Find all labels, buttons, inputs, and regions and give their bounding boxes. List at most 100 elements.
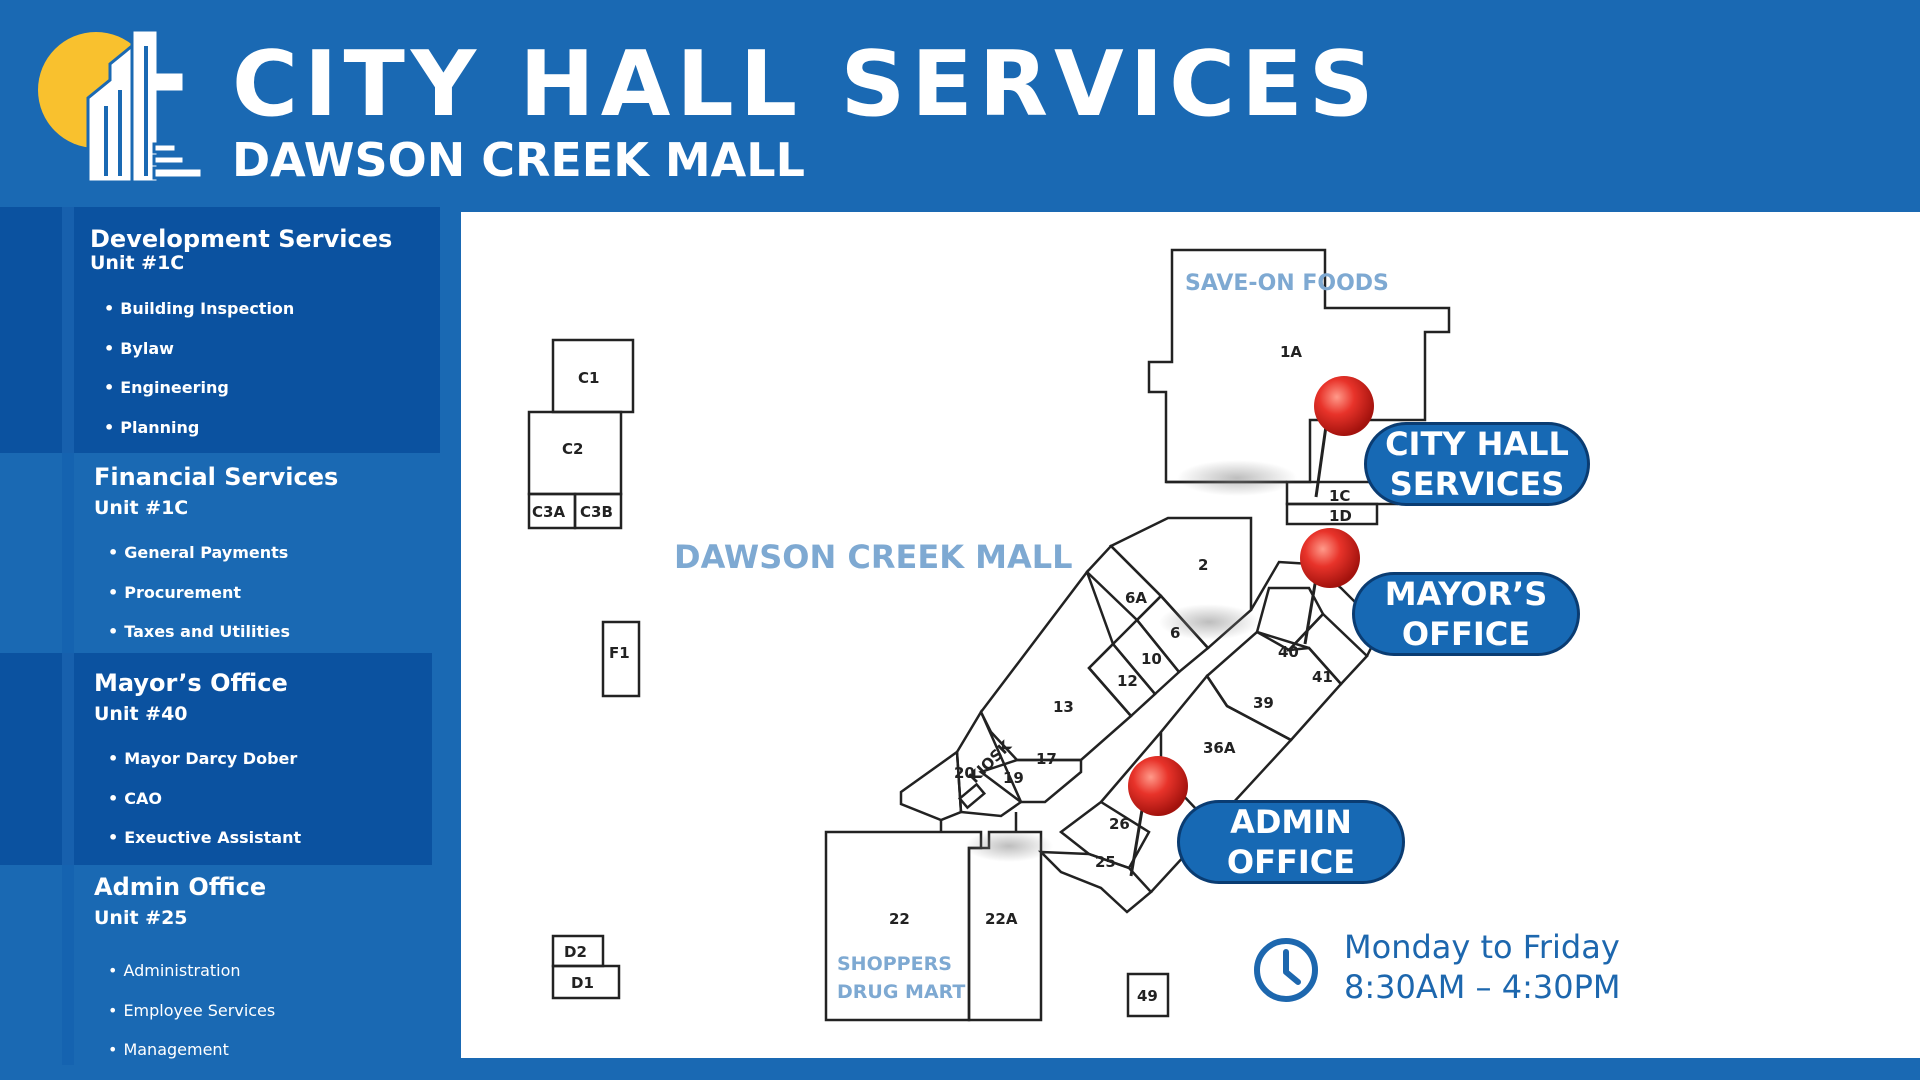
- unit-label: 20: [954, 764, 975, 782]
- list-item: Procurement: [108, 583, 290, 623]
- unit-17: [978, 758, 1083, 804]
- unit-d1: [551, 964, 621, 1000]
- section-unit: Unit #25: [94, 907, 188, 929]
- section-development-services: Development Services Unit #1C Building I…: [0, 207, 440, 453]
- unit-label: 22: [889, 910, 910, 928]
- unit-26: [1058, 800, 1151, 870]
- list-item: Exeuctive Assistant: [108, 828, 301, 868]
- map-pin-admin-office[interactable]: [1128, 756, 1188, 877]
- unit-1d: [1285, 502, 1379, 526]
- section-mayors-office: Mayor’s Office Unit #40 Mayor Darcy Dobe…: [0, 653, 432, 865]
- callout-line: ADMIN: [1230, 803, 1352, 841]
- unit-label: C2: [562, 440, 583, 458]
- store-label-save-on: SAVE-ON FOODS: [1185, 271, 1389, 296]
- section-unit: Unit #1C: [94, 497, 189, 519]
- section-financial-services: Financial Services Unit #1C General Paym…: [0, 453, 440, 653]
- unit-label: 40: [1278, 643, 1299, 661]
- unit-label: C3A: [532, 503, 565, 521]
- unit-label: F1: [609, 644, 630, 662]
- section-heading: Admin Office: [94, 873, 267, 901]
- list-item: Engineering: [104, 378, 294, 418]
- hours-days: Monday to Friday: [1344, 928, 1620, 966]
- section-heading: Mayor’s Office: [94, 669, 288, 697]
- section-heading: Financial Services: [94, 463, 339, 491]
- callout-line: OFFICE: [1226, 843, 1356, 881]
- section-accent-bar: [62, 207, 74, 453]
- unit-label: 36A: [1203, 739, 1236, 757]
- mall-map-panel: SAVE-ON FOODS DAWSON CREEK MALL SHOPPERS…: [461, 212, 1920, 1058]
- list-item: Planning: [104, 418, 294, 458]
- page-title: CITY HALL SERVICES: [232, 32, 1380, 137]
- unit-label: 1D: [1329, 507, 1352, 525]
- unit-19: [955, 709, 1023, 818]
- mall-floor-plan: SAVE-ON FOODS DAWSON CREEK MALL SHOPPERS…: [527, 248, 1451, 1022]
- list-item: Taxes and Utilities: [108, 622, 290, 662]
- store-label-shoppers: SHOPPERS: [837, 953, 952, 975]
- map-pin-mayors-office[interactable]: [1300, 528, 1360, 645]
- callout-line: OFFICE: [1401, 615, 1531, 653]
- unit-label: 1A: [1280, 343, 1302, 361]
- list-item: Employee Services: [108, 1001, 275, 1041]
- section-unit: Unit #1C: [90, 252, 185, 274]
- list-item: Administration: [108, 961, 275, 1001]
- unit-label: 12: [1117, 672, 1138, 690]
- section-unit: Unit #40: [94, 703, 188, 725]
- unit-25: [1037, 850, 1153, 914]
- unit-label: 13: [1053, 698, 1074, 716]
- unit-label: 1C: [1329, 487, 1350, 505]
- list-item: CAO: [108, 789, 301, 829]
- section-accent-bar: [62, 453, 74, 653]
- kiosk: [957, 782, 987, 810]
- section-admin-office: Admin Office Unit #25 Administration Emp…: [0, 865, 440, 1065]
- store-label-shoppers: DRUG MART: [837, 981, 965, 1003]
- unit-label: 41: [1312, 668, 1333, 686]
- unit-label: 19: [1003, 769, 1024, 787]
- unit-20: [899, 749, 963, 822]
- unit-1a: [1147, 248, 1451, 484]
- unit-f1: [601, 620, 641, 698]
- section-accent-bar: [62, 653, 74, 865]
- list-item: Bylaw: [104, 339, 294, 379]
- unit-label: D1: [571, 974, 594, 992]
- list-item: General Payments: [108, 543, 290, 583]
- unit-label: 26: [1109, 815, 1130, 833]
- callout-line: MAYOR’S: [1384, 575, 1548, 613]
- unit-13: [979, 569, 1133, 762]
- section-heading: Development Services: [90, 225, 393, 253]
- unit-label: 25: [1095, 853, 1116, 871]
- unit-label: 6: [1170, 624, 1180, 642]
- unit-label: 6A: [1125, 589, 1147, 607]
- list-item: Management: [108, 1040, 275, 1080]
- service-list: Building Inspection Bylaw Engineering Pl…: [104, 299, 294, 457]
- service-list: Administration Employee Services Managem…: [108, 961, 275, 1080]
- unit-label: C3B: [580, 503, 613, 521]
- hours-time: 8:30AM – 4:30PM: [1344, 968, 1621, 1006]
- mall-label: DAWSON CREEK MALL: [674, 538, 1073, 576]
- service-list: Mayor Darcy Dober CAO Exeuctive Assistan…: [108, 749, 301, 868]
- unit-6a: [1085, 544, 1163, 622]
- unit-label: 2: [1198, 556, 1208, 574]
- unit-39: [1205, 630, 1343, 742]
- city-hall-logo: [38, 28, 204, 184]
- unit-label: 10: [1141, 650, 1162, 668]
- service-list: General Payments Procurement Taxes and U…: [108, 543, 290, 662]
- list-item: Building Inspection: [104, 299, 294, 339]
- unit-label: 39: [1253, 694, 1274, 712]
- unit-label: C1: [578, 369, 599, 387]
- unit-c3b: [573, 492, 623, 530]
- callout-line: SERVICES: [1389, 465, 1565, 503]
- clock-icon: [1254, 938, 1318, 1002]
- unit-label: 17: [1036, 750, 1057, 768]
- map-pin-city-hall[interactable]: [1314, 376, 1374, 498]
- list-item: Mayor Darcy Dober: [108, 749, 301, 789]
- section-accent-bar: [62, 865, 74, 1065]
- unit-label: 49: [1137, 987, 1158, 1005]
- unit-49: [1126, 972, 1170, 1018]
- page-subtitle: DAWSON CREEK MALL: [232, 133, 805, 187]
- unit-label: D2: [564, 943, 587, 961]
- unit-label: 22A: [985, 910, 1018, 928]
- callout-line: CITY HALL: [1385, 425, 1569, 463]
